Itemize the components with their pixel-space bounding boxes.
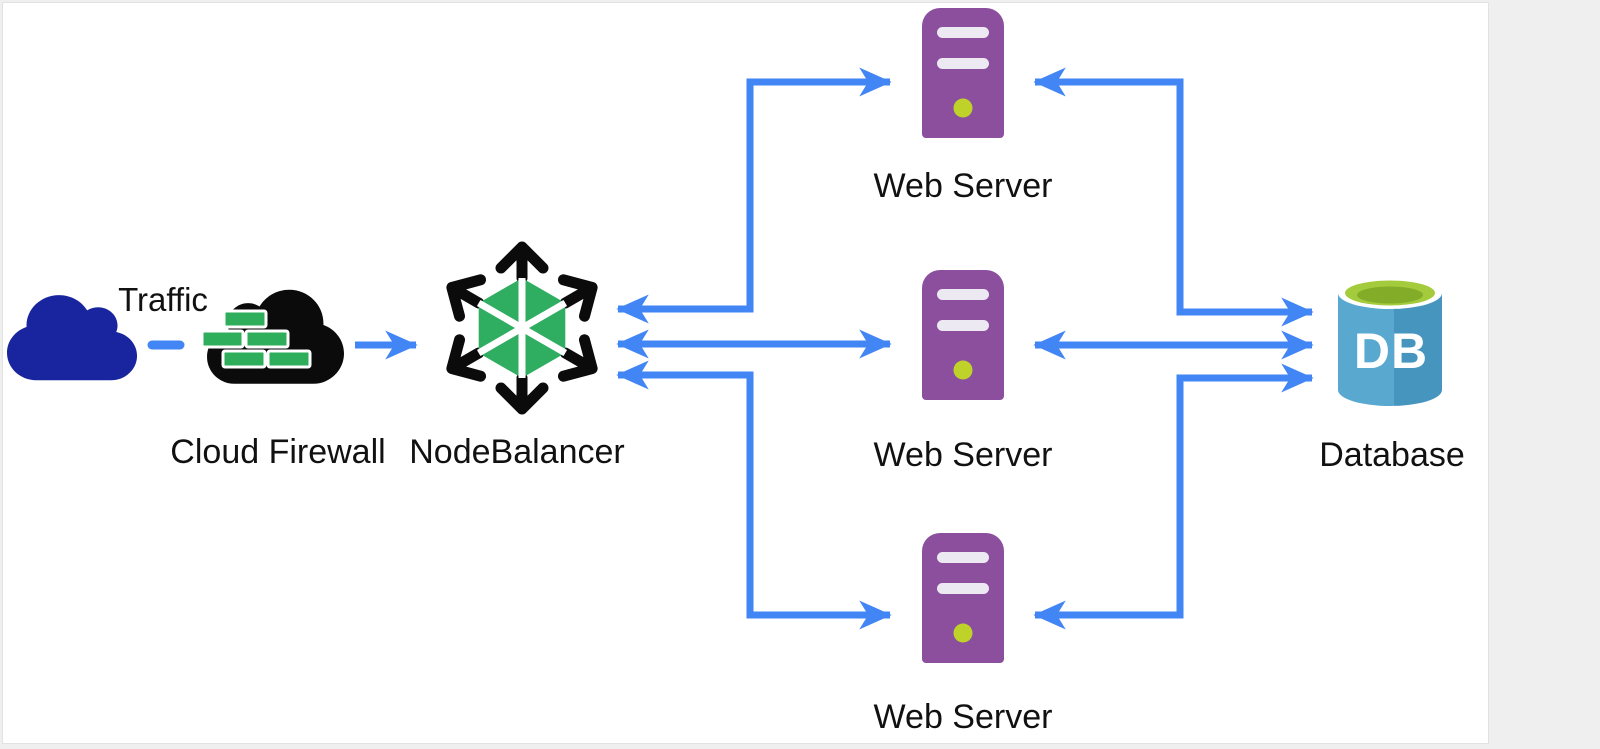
database-label: Database: [1319, 436, 1465, 474]
cloud-firewall-icon: [200, 289, 344, 384]
webserver-3-icon: [922, 533, 1004, 663]
traffic-cloud-icon: [7, 295, 138, 381]
edge-webserver-1-database: [1033, 67, 1314, 327]
webserver-1-icon: [922, 8, 1004, 138]
webserver-2-icon: [922, 270, 1004, 400]
firewall-bricks: [200, 309, 312, 369]
webserver-1-label: Web Server: [873, 167, 1053, 205]
traffic-label: Traffic: [118, 281, 208, 318]
nodebalancer-label: NodeBalancer: [409, 433, 625, 471]
webserver-2-label: Web Server: [873, 436, 1053, 474]
cloud-firewall-label: Cloud Firewall: [170, 433, 386, 471]
edge-nodebalancer-webserver-1: [616, 67, 892, 324]
webserver-3-label: Web Server: [873, 698, 1053, 736]
edge-nodebalancer-webserver-3: [616, 360, 892, 630]
database-icon-text: DB: [1353, 323, 1429, 379]
edge-webserver-3-database: [1033, 363, 1314, 630]
database-icon: [1338, 277, 1442, 406]
nodebalancer-spokes: [476, 278, 568, 378]
nodebalancer-arrows: [446, 241, 598, 415]
nodebalancer-icon: [446, 241, 598, 415]
